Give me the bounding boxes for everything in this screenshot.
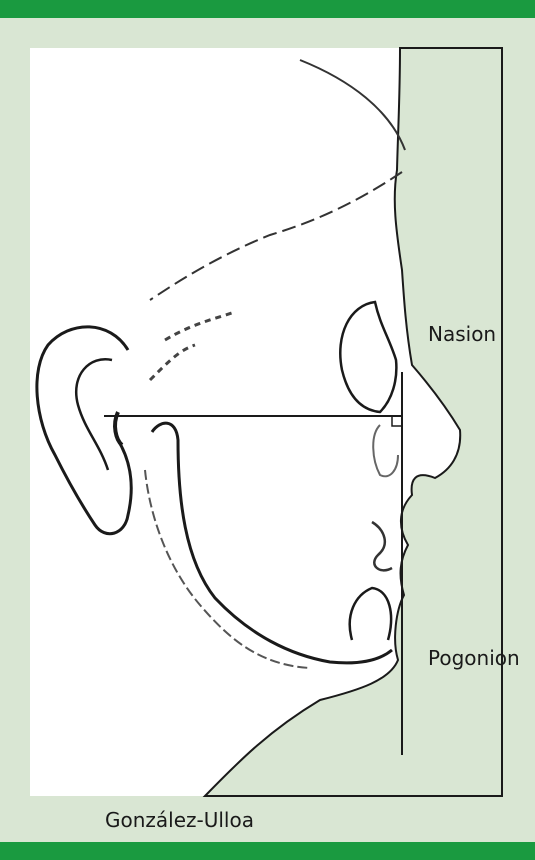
neck-front (145, 470, 310, 668)
lips (372, 522, 392, 570)
hairline (150, 172, 402, 300)
eye-region (340, 302, 396, 412)
pogonion-label: Pogonion (428, 646, 520, 670)
hairline-top (300, 60, 405, 150)
jaw-line (152, 423, 392, 663)
ear-inner (76, 359, 112, 470)
cheek (373, 425, 398, 476)
nasion-label: Nasion (428, 322, 496, 346)
hair-strands (150, 312, 235, 380)
right-angle-marker (392, 416, 402, 426)
profile-silhouette (205, 48, 502, 796)
figure-caption: González-Ulloa (105, 808, 254, 832)
chin (350, 588, 391, 640)
bottom-green-bar (0, 842, 535, 860)
